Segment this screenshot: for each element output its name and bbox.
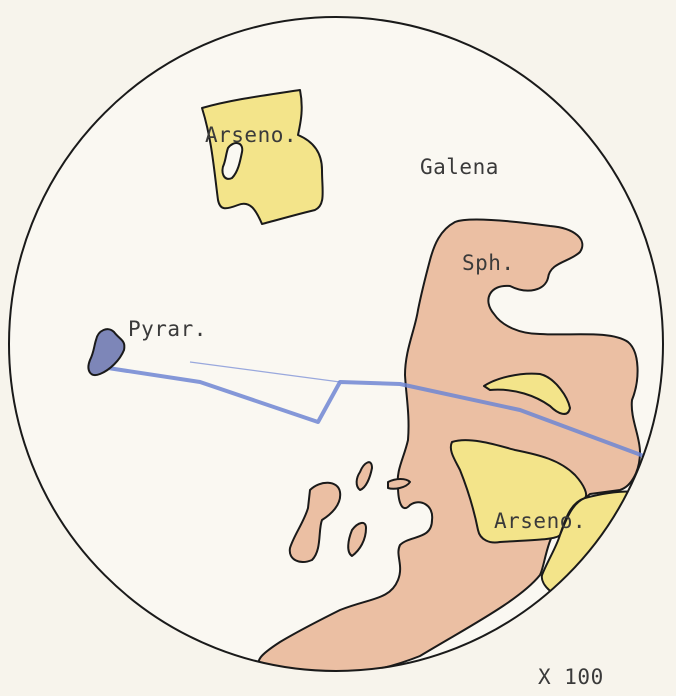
label-arseno-bottom: Arseno. — [494, 509, 586, 533]
label-magnification: X 100 — [538, 665, 604, 689]
label-pyrar: Pyrar. — [128, 317, 207, 341]
label-sph: Sph. — [462, 251, 515, 275]
label-arseno-top: Arseno. — [205, 123, 297, 147]
label-galena: Galena — [420, 155, 499, 179]
